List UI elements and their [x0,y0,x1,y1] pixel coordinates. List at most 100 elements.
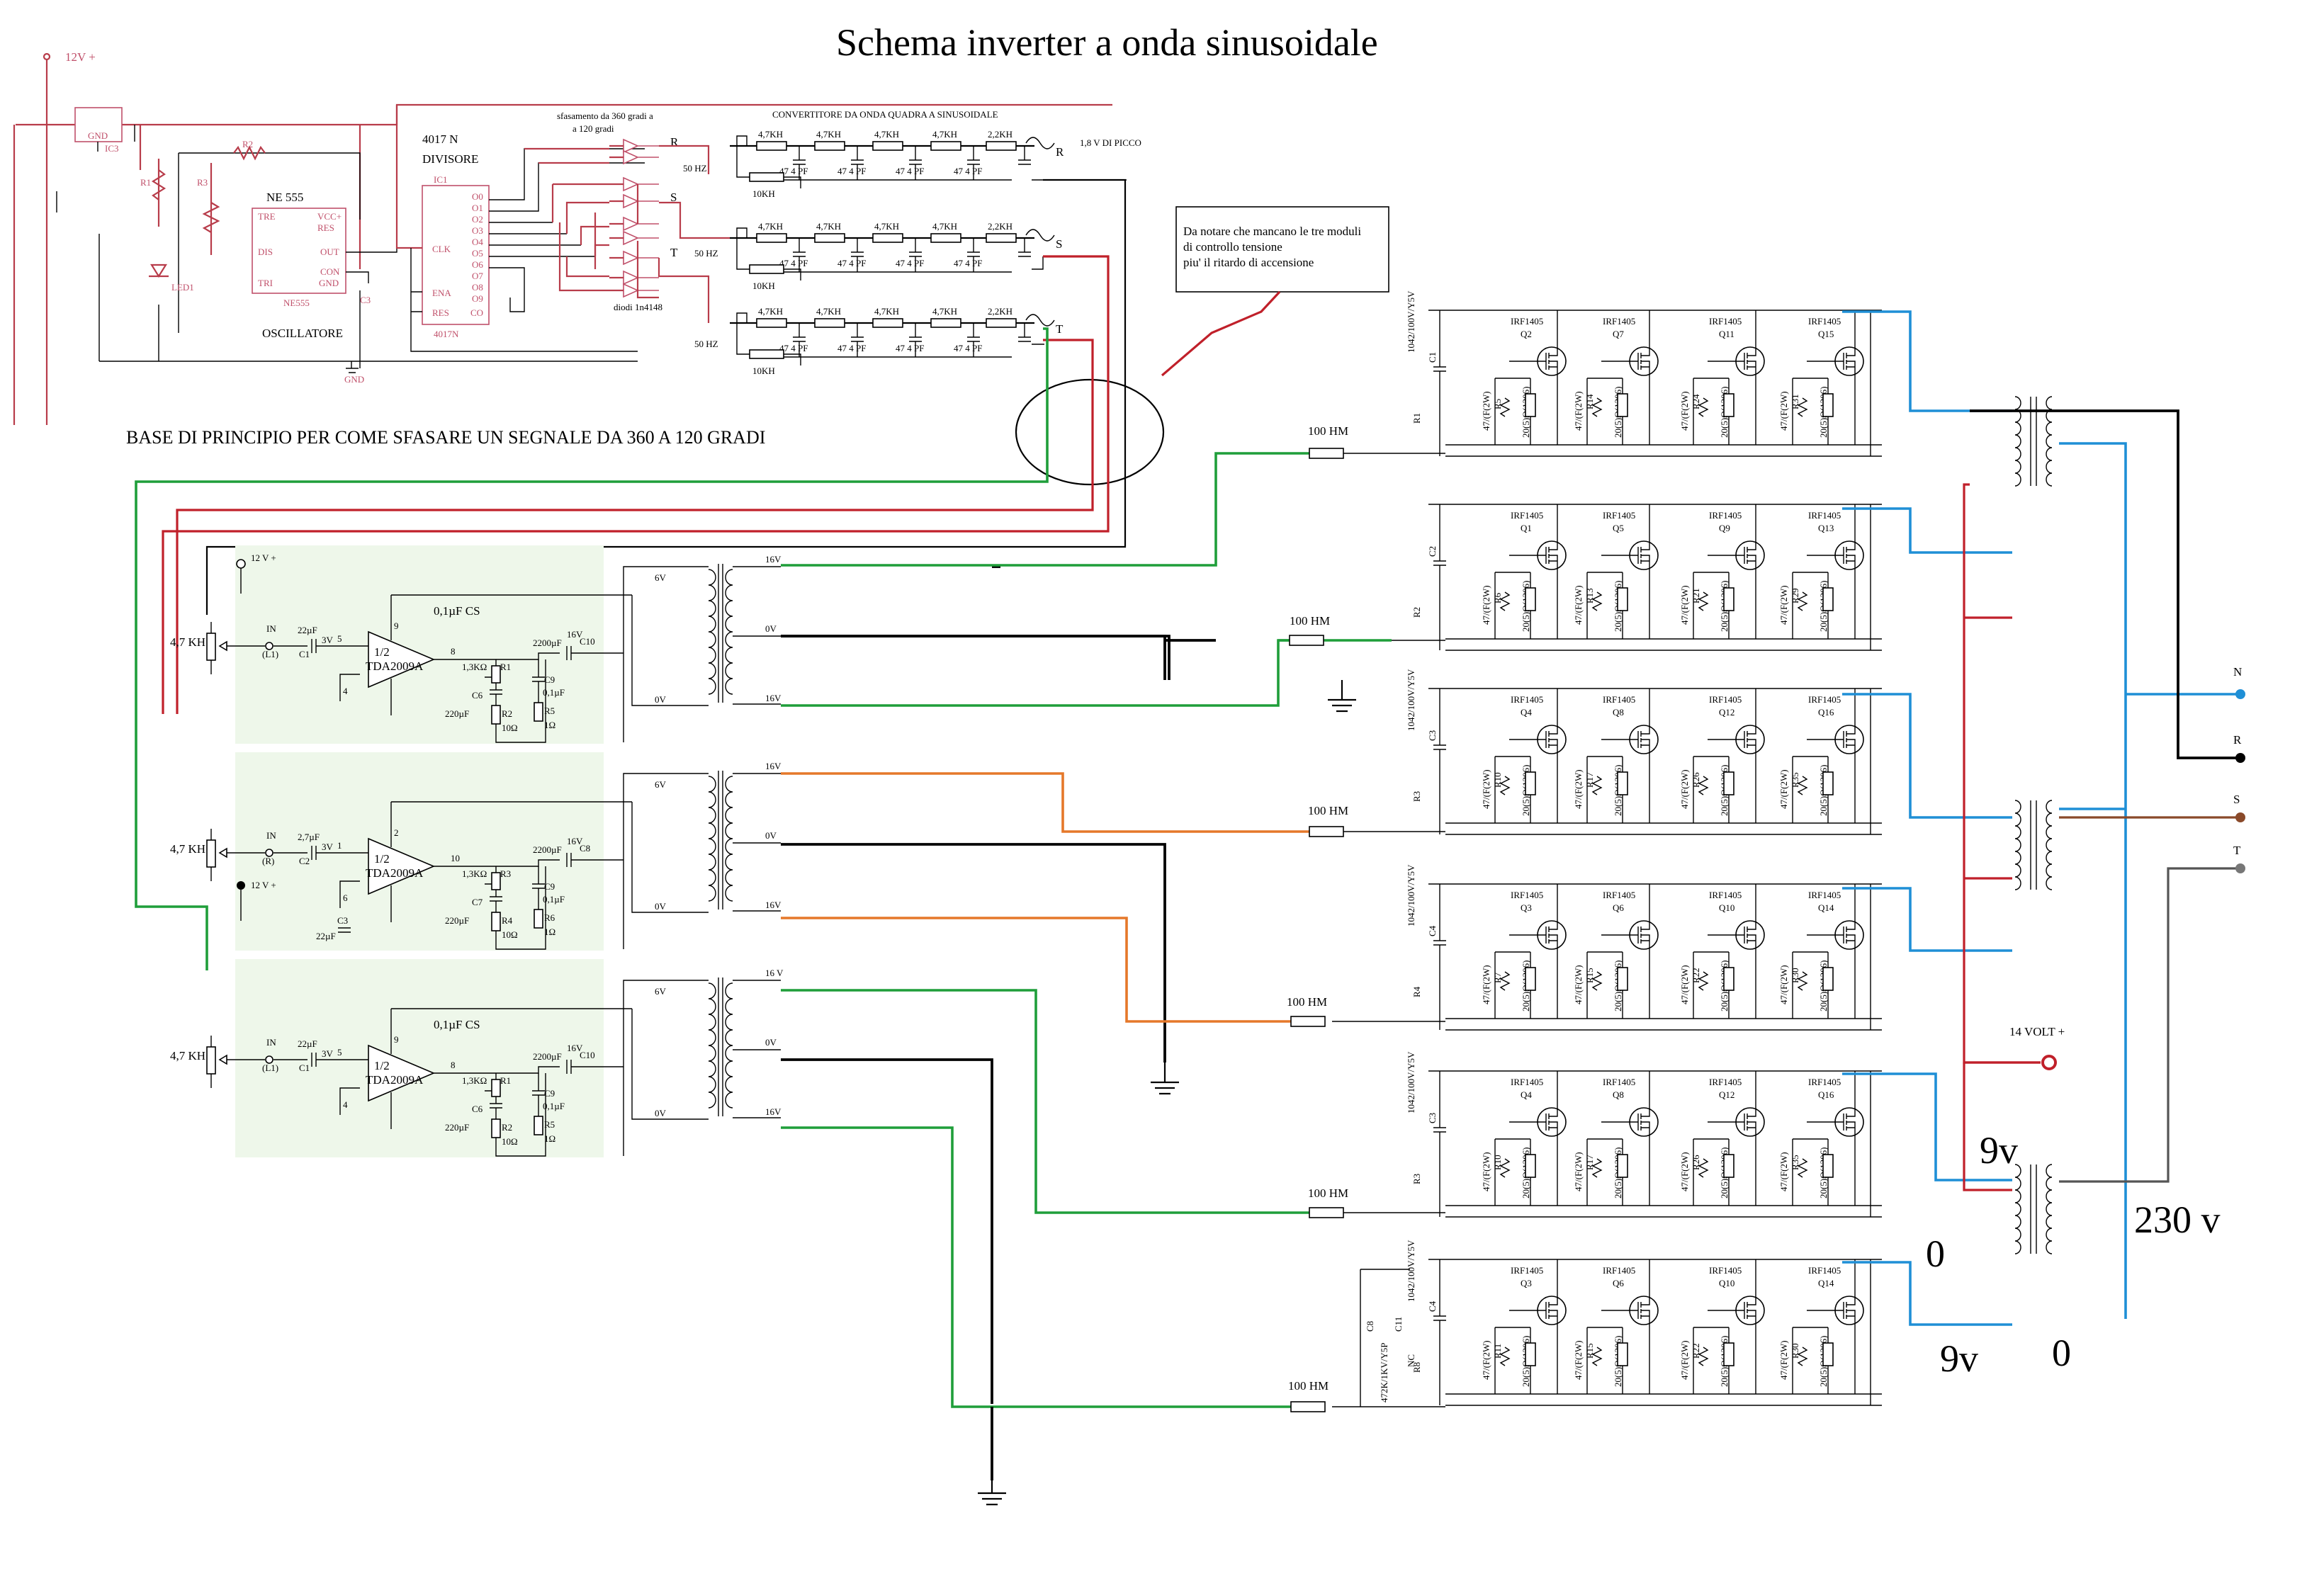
bank-4-rg-1: 47/(F(2W) [1573,965,1584,1004]
bank-2-rs-2: R21 [1691,588,1701,604]
resistor [986,233,1017,243]
amp-1-r1o: 1Ω [544,926,555,937]
bank-3-rg-3: 47/(F(2W) [1778,769,1789,809]
note-line-2: di controllo tensione [1183,240,1282,254]
conv-T-cap-1: 47 4 PF [837,343,866,353]
bank-6-rs-2: R22 [1691,1343,1701,1359]
resistor [1617,1342,1628,1366]
resistor [1723,393,1734,417]
ground-icon [1151,1062,1179,1095]
bank-3-id-2: Q12 [1719,707,1734,718]
transformer-coil-icon [2014,396,2021,487]
conv-R-res-2: 4,7KH [874,129,899,140]
bank-6-rg-0: 47/(F(2W) [1481,1340,1491,1380]
transformer-coil-icon [2046,800,2053,890]
counter-pin-o7: O7 [472,271,483,281]
resistor [1525,393,1536,417]
bank-2-id-0: Q1 [1521,523,1532,533]
wiper-arrow-icon [218,1054,227,1065]
bank-2-part-0: IRF1405 [1511,510,1543,521]
bank-4-id-3: Q14 [1818,902,1834,913]
bank-4-rs-1: R15 [1584,968,1595,983]
resistor [534,1116,543,1135]
amp-1-r2: R4 [502,915,513,926]
amp-0-cs: 0,1µF CS [434,604,480,618]
out-S-terminal [2235,812,2245,822]
r100-label-1: 100 HM [1308,424,1348,438]
bank-5-part-3: IRF1405 [1808,1077,1841,1087]
ne555-pin-tri: TRI [258,278,273,288]
amp-0-cout: 2200µF [533,638,562,648]
buffer-gate-icon [623,250,659,266]
bank-6-nc: NC [1406,1354,1416,1367]
bank-1-part-1: IRF1405 [1603,316,1635,327]
capacitor [967,159,980,165]
conv-R-cap-1: 47 4 PF [837,166,866,176]
amp-0-c10: C10 [580,636,595,647]
amp-1-v16: 16V [567,836,583,846]
input-jack [265,1055,273,1064]
resistor [986,318,1017,328]
conv-S-cap-1: 47 4 PF [837,258,866,268]
bank-3-id-3: Q16 [1818,707,1834,718]
amp-0-half: 1/2 [374,645,390,659]
r100-label-4: 100 HM [1287,995,1327,1009]
bank-6-rg-2: 47/(F(2W) [1679,1340,1690,1380]
capacitor [1433,1127,1446,1133]
resistor [749,349,784,359]
conv-S-res-1: 4,7KH [816,221,841,232]
amp-1-c1: C2 [299,856,310,866]
resistor [1617,587,1628,611]
r100-label-6: 100 HM [1288,1379,1329,1393]
amp-0-c220: 220µF [445,708,469,719]
amp-0-c01: 0,1µF [543,687,565,698]
bank-2-id-1: Q5 [1613,523,1624,533]
phase-T: T [670,246,678,259]
amp-1-pot-label: 4,7 KH [170,842,205,856]
capacitor [1018,159,1031,165]
resistor-100-ohm [1309,448,1344,459]
potentiometer [206,633,216,661]
bank-6-part-3: IRF1405 [1808,1265,1841,1276]
amp-0-r1: 1,3KΩ [462,662,487,672]
transformer-coil-icon [2046,1164,2053,1254]
transformer-coil-icon [2046,396,2053,487]
amp-0-r10: 10Ω [502,722,518,733]
mosfet-bank-3: 1042/100V/Y5VC3IRF1405Q447/(F(2W)20(5)Ω(… [1332,669,1882,835]
amp-1-c01: 0,1µF [543,894,565,905]
conv-S-label: S [1056,237,1062,251]
amp-2-cout: 2200µF [533,1051,562,1062]
buffer-gate-icon [623,270,659,285]
bank-5-cap: 1042/100V/Y5V [1406,1051,1416,1114]
amp-1-r10: 10Ω [502,929,518,940]
bank-4-id-1: Q6 [1613,902,1624,913]
conv-R-10k: 10KH [752,188,775,199]
supply-terminal [236,559,246,569]
counter-pin-o5: O5 [472,248,483,259]
buffer-gate-icon [623,138,659,154]
bank-6-cap: 1042/100V/Y5V [1406,1240,1416,1302]
capacitor [851,336,864,342]
mosfet-section: 1042/100V/Y5VC1IRF1405Q247/(F(2W)20(5)Ω(… [1332,290,1882,1407]
resistor [872,318,903,328]
conv-T-res-4: 2,2KH [988,306,1012,317]
conv-R-cap-0: 47 4 PF [779,166,808,176]
bank-3-rg-0: 47/(F(2W) [1481,769,1491,809]
bank-1-id-0: Q2 [1521,329,1532,339]
conv-S-10k: 10KH [752,280,775,291]
resistor [1617,393,1628,417]
bank-6-rs-3: R30 [1790,1343,1800,1359]
capacitor [909,251,922,257]
bank-4-part-1: IRF1405 [1603,890,1635,900]
resistor [986,141,1017,151]
input-jack [265,642,273,650]
conv-R-res-0: 4,7KH [758,129,783,140]
amp-2-c01: 0,1µF [543,1101,565,1111]
wiper-arrow-icon [218,640,227,652]
buffer-gate-icon [623,193,659,209]
amp-0-tx-6v: 6V [655,572,667,583]
amp-0-v16: 16V [567,629,583,640]
supply-12v-top: 12V + [65,50,96,64]
out-R-terminal [2235,753,2245,763]
resistor [1822,1342,1834,1366]
